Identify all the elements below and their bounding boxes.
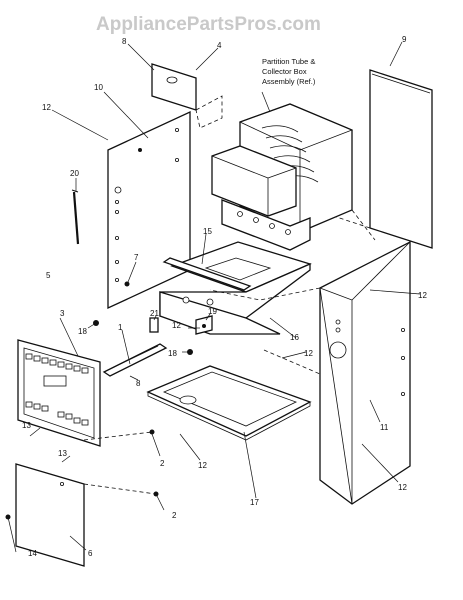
part-11-cabinet[interactable] — [319, 240, 411, 505]
louvers-bottom — [25, 401, 89, 426]
part-21-clip[interactable] — [149, 317, 159, 333]
callout-12-right: 12 — [418, 291, 427, 300]
dash-panel — [83, 431, 153, 441]
callout-18-left: 18 — [78, 327, 87, 336]
collector-box-assembly[interactable] — [211, 103, 354, 251]
part-5-front-panel[interactable] — [17, 339, 101, 447]
callout-8-bottom: 8 — [136, 379, 141, 388]
callout-12-tray: 12 — [198, 461, 207, 470]
part-10-side-panel[interactable] — [107, 110, 191, 310]
callout-2-top: 2 — [160, 459, 165, 468]
callout-12-bottom: 12 — [398, 483, 407, 492]
callout-19: 19 — [208, 307, 217, 316]
louvers-top — [25, 353, 89, 374]
callout-20: 20 — [70, 169, 79, 178]
callout-21: 21 — [150, 309, 159, 318]
dash-door — [83, 483, 157, 495]
part-6-lower-door[interactable] — [15, 463, 85, 567]
dash-assembly — [351, 209, 376, 241]
callout-17: 17 — [250, 498, 259, 507]
callout-labels: 8 4 9 10 12 20 15 7 5 3 12 1 21 12 19 18… — [22, 35, 427, 558]
callout-18-mid: 18 — [168, 349, 177, 358]
callout-5: 5 — [46, 271, 51, 280]
callout-2-bottom: 2 — [172, 511, 177, 520]
svg-text:Assembly (Ref.): Assembly (Ref.) — [262, 77, 316, 86]
dash-cabinet-mid — [263, 349, 321, 375]
assembly-reference-label: Partition Tube & Collector Box Assembly … — [262, 57, 316, 86]
part-9-side-panel[interactable] — [369, 69, 433, 249]
callout-1: 1 — [118, 323, 123, 332]
part-17-bottom-tray[interactable] — [146, 365, 312, 441]
callout-14: 14 — [28, 549, 37, 558]
callout-15: 15 — [203, 227, 212, 236]
callout-11: 11 — [380, 423, 389, 432]
callout-8-top: 8 — [122, 37, 127, 46]
watermark: AppliancePartsPros.com — [96, 14, 321, 35]
part-1-bracket[interactable] — [102, 343, 168, 377]
callout-6: 6 — [88, 549, 93, 558]
callout-13-bottom: 13 — [58, 449, 67, 458]
callout-10: 10 — [94, 83, 103, 92]
svg-text:Collector Box: Collector Box — [262, 67, 307, 76]
callout-7: 7 — [134, 253, 139, 262]
part-4-cover-plate[interactable] — [151, 63, 197, 111]
callout-12-mid: 12 — [172, 321, 181, 330]
svg-text:Partition Tube &: Partition Tube & — [262, 57, 315, 66]
callout-4: 4 — [217, 41, 222, 50]
dash-plate — [195, 95, 223, 129]
callout-13-top: 13 — [22, 421, 31, 430]
callout-3: 3 — [60, 309, 65, 318]
leader-lines — [7, 41, 421, 553]
part-15-rail[interactable] — [162, 257, 252, 291]
part-16-burner-deck[interactable] — [159, 241, 312, 335]
callout-9: 9 — [402, 35, 407, 44]
part-20-rod[interactable] — [71, 189, 80, 245]
callout-12-cabinet: 12 — [304, 349, 313, 358]
callout-16: 16 — [290, 333, 299, 342]
callout-12-left: 12 — [42, 103, 51, 112]
